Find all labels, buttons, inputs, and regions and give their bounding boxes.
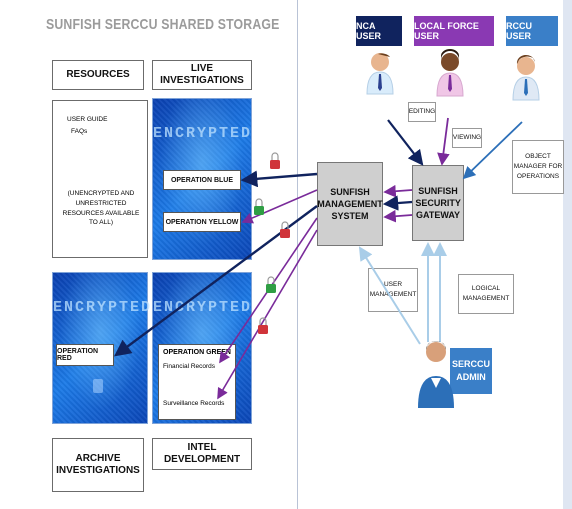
arrow-gateway-to-mgmt-3 xyxy=(383,209,413,223)
operation-yellow-box[interactable]: OPERATION YELLOW xyxy=(163,212,241,232)
intel-development-header: INTEL DEVELOPMENT xyxy=(152,438,252,470)
keyhole-icon xyxy=(93,379,103,393)
resources-box: USER GUIDE FAQs (UNENCRYPTED AND UNRESTR… xyxy=(52,100,148,258)
rccu-user-label: RCCU USER xyxy=(506,16,558,46)
local-force-person-icon xyxy=(436,49,464,97)
faqs-text: FAQs xyxy=(71,128,88,135)
arrow-gateway-to-mgmt-1 xyxy=(383,184,413,198)
surveillance-records-item[interactable]: Surveillance Records xyxy=(163,400,225,407)
arrow-nca-to-gateway xyxy=(387,119,424,166)
operation-green-label: OPERATION GREEN xyxy=(163,349,231,356)
operation-red-box[interactable]: OPERATION RED xyxy=(56,344,114,366)
logical-management-note: LOGICAL MANAGEMENT xyxy=(458,274,514,314)
resources-header: RESOURCES xyxy=(52,60,144,90)
archive-investigations-header: ARCHIVE INVESTIGATIONS xyxy=(52,438,144,492)
local-force-user-label: LOCAL FORCE USER xyxy=(414,16,494,46)
encrypted-label: ENCRYPTED xyxy=(153,125,253,142)
financial-records-item[interactable]: Financial Records xyxy=(163,363,216,370)
operation-blue-box[interactable]: OPERATION BLUE xyxy=(163,170,241,190)
sunfish-management-system[interactable]: SUNFISH MANAGEMENT SYSTEM xyxy=(317,162,383,246)
live-investigations-header: LIVE INVESTIGATIONS xyxy=(152,60,252,90)
right-edge-strip xyxy=(563,0,572,509)
shared-storage-panel xyxy=(297,0,298,509)
operation-green-box[interactable]: OPERATION GREEN Financial Records Survei… xyxy=(158,344,236,420)
arrow-local-to-gateway xyxy=(437,117,450,166)
arrow-gateway-to-mgmt-2 xyxy=(382,195,413,211)
user-management-note: USER MANAGEMENT xyxy=(368,268,418,312)
resources-note: (UNENCRYPTED AND UNRESTRICTED RESOURCES … xyxy=(62,190,140,227)
serccu-admin-label: SERCCU ADMIN xyxy=(450,348,492,394)
diagram-title: SUNFISH SERCCU SHARED STORAGE xyxy=(46,16,280,33)
encrypted-label: ENCRYPTED xyxy=(153,299,253,316)
object-manager-note: OBJECT MANAGER FOR OPERATIONS xyxy=(512,140,564,194)
viewing-label: VIEWING xyxy=(452,128,482,148)
sunfish-security-gateway[interactable]: SUNFISH SECURITY GATEWAY xyxy=(412,165,464,241)
admin-person-icon xyxy=(418,341,454,408)
user-guide-text: USER GUIDE xyxy=(67,116,108,123)
nca-person-icon xyxy=(366,53,394,95)
editing-label: EDITING xyxy=(408,102,436,122)
nca-user-label: NCA USER xyxy=(356,16,402,46)
encrypted-label: ENCRYPTED xyxy=(53,299,153,316)
rccu-person-icon xyxy=(512,54,540,101)
